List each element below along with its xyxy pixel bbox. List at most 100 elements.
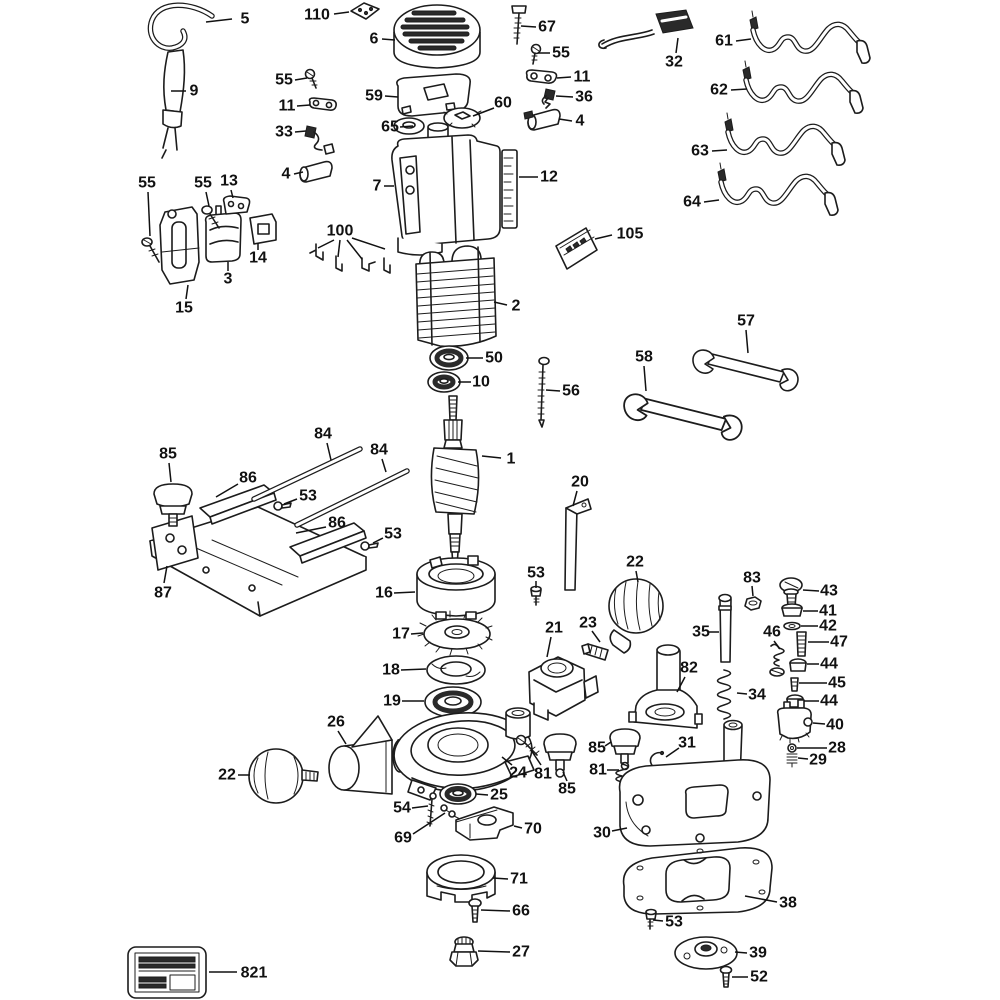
leader-line-56 — [545, 389, 561, 392]
leader-line-18 — [400, 668, 427, 671]
leader-line-58 — [643, 365, 647, 392]
leader-line-55 — [147, 191, 151, 237]
leader-line-66 — [480, 909, 511, 912]
part-23-drawing — [581, 643, 609, 661]
part-1-drawing — [430, 395, 480, 567]
part-callout-53-45: 53 — [384, 526, 402, 543]
part-36-drawing — [541, 88, 556, 109]
part-callout-53-84: 53 — [665, 914, 683, 931]
part-62-drawing — [743, 61, 863, 113]
part-callout-40-67: 40 — [826, 717, 844, 734]
leader-line-34 — [736, 692, 748, 695]
part-50-drawing — [429, 345, 469, 371]
part-callout-42-60: 42 — [819, 618, 837, 635]
leader-line-105 — [594, 234, 613, 240]
leader-line-40 — [812, 722, 826, 725]
part-81b-drawing — [615, 763, 629, 783]
part-55l-drawing — [304, 68, 318, 89]
part-callout-44-66: 44 — [820, 693, 838, 710]
part-70-drawing — [455, 806, 514, 841]
leader-line-81 — [530, 749, 542, 766]
leader-line-86 — [295, 526, 327, 534]
leader-line-65 — [399, 125, 414, 128]
part-83-drawing — [744, 596, 762, 611]
part-67-drawing — [511, 5, 527, 45]
part-4l-drawing — [299, 160, 333, 183]
part-82-drawing — [628, 644, 703, 729]
leader-line-39 — [734, 951, 748, 954]
part-15-drawing — [159, 206, 200, 285]
part-callout-81-73: 81 — [534, 766, 552, 783]
part-53c-drawing — [530, 585, 542, 606]
part-52-drawing — [719, 965, 733, 988]
part-callout-4-7: 4 — [576, 113, 585, 130]
leader-line-82 — [676, 676, 686, 693]
part-29-drawing — [786, 753, 798, 768]
leader-line-36 — [555, 95, 574, 98]
part-callout-6-2: 6 — [370, 31, 379, 48]
part-callout-64-12: 64 — [683, 194, 701, 211]
part-39-drawing — [674, 936, 738, 970]
leader-line-53 — [652, 919, 664, 922]
leader-line-54 — [411, 805, 429, 809]
part-callout-56-34: 56 — [562, 383, 580, 400]
part-callout-55-4: 55 — [552, 45, 570, 62]
part-callout-85-39: 85 — [159, 446, 177, 463]
part-callout-59-18: 59 — [365, 88, 383, 105]
leader-line-24 — [501, 756, 513, 766]
part-30-drawing — [618, 719, 771, 847]
part-callout-83-57: 83 — [743, 570, 761, 587]
part-callout-2-31: 2 — [512, 298, 521, 315]
part-callout-30-82: 30 — [593, 825, 611, 842]
part-41-drawing — [781, 603, 803, 617]
part-53b-drawing — [360, 541, 379, 551]
part-callout-46-61: 46 — [763, 624, 781, 641]
leader-line-55 — [205, 191, 210, 207]
part-43-drawing — [779, 577, 803, 608]
part-callout-105-23: 105 — [617, 226, 644, 243]
part-callout-36-6: 36 — [575, 89, 593, 106]
leader-line-32 — [675, 37, 679, 54]
part-86a-drawing — [199, 484, 277, 525]
part-callout-52-89: 52 — [750, 969, 768, 986]
part-callout-17-51: 17 — [392, 626, 410, 643]
part-53a-drawing — [273, 501, 292, 511]
part-callout-84-41: 84 — [370, 442, 388, 459]
part-53d-drawing — [645, 908, 657, 930]
part-13-drawing — [222, 195, 251, 215]
part-callout-82-54: 82 — [680, 660, 698, 677]
part-callout-58-36: 58 — [635, 349, 653, 366]
part-callout-41-59: 41 — [819, 603, 837, 620]
part-callout-23-50: 23 — [579, 615, 597, 632]
part-callout-10-33: 10 — [472, 374, 490, 391]
part-callout-55-24: 55 — [138, 175, 156, 192]
leader-line-23 — [591, 630, 601, 643]
part-callout-110-1: 110 — [304, 7, 330, 24]
part-callout-29-69: 29 — [809, 752, 827, 769]
leader-line-69 — [412, 812, 446, 835]
part-32-drawing — [598, 9, 694, 50]
part-84a-drawing — [251, 446, 363, 502]
part-47-drawing — [796, 631, 807, 657]
part-16-drawing — [416, 555, 496, 620]
part-66-drawing — [468, 898, 482, 923]
part-callout-18-53: 18 — [382, 662, 400, 679]
part-60-drawing — [443, 107, 482, 129]
leader-line-64 — [703, 199, 720, 203]
part-38-drawing — [622, 847, 773, 915]
part-callout-821-90: 821 — [241, 965, 268, 982]
leader-line-15 — [185, 284, 189, 300]
part-callout-63-11: 63 — [691, 143, 709, 160]
leader-line-100 — [351, 237, 386, 250]
leader-line-33 — [294, 130, 307, 133]
part-callout-55-25: 55 — [194, 175, 212, 192]
part-callout-66-86: 66 — [512, 903, 530, 920]
part-25-drawing — [439, 783, 477, 805]
leader-line-16 — [393, 591, 416, 594]
part-callout-38-83: 38 — [779, 895, 797, 912]
part-callout-86-44: 86 — [328, 515, 346, 532]
part-110-drawing — [350, 2, 380, 20]
part-21-drawing — [528, 656, 599, 721]
part-callout-5-0: 5 — [241, 11, 250, 28]
